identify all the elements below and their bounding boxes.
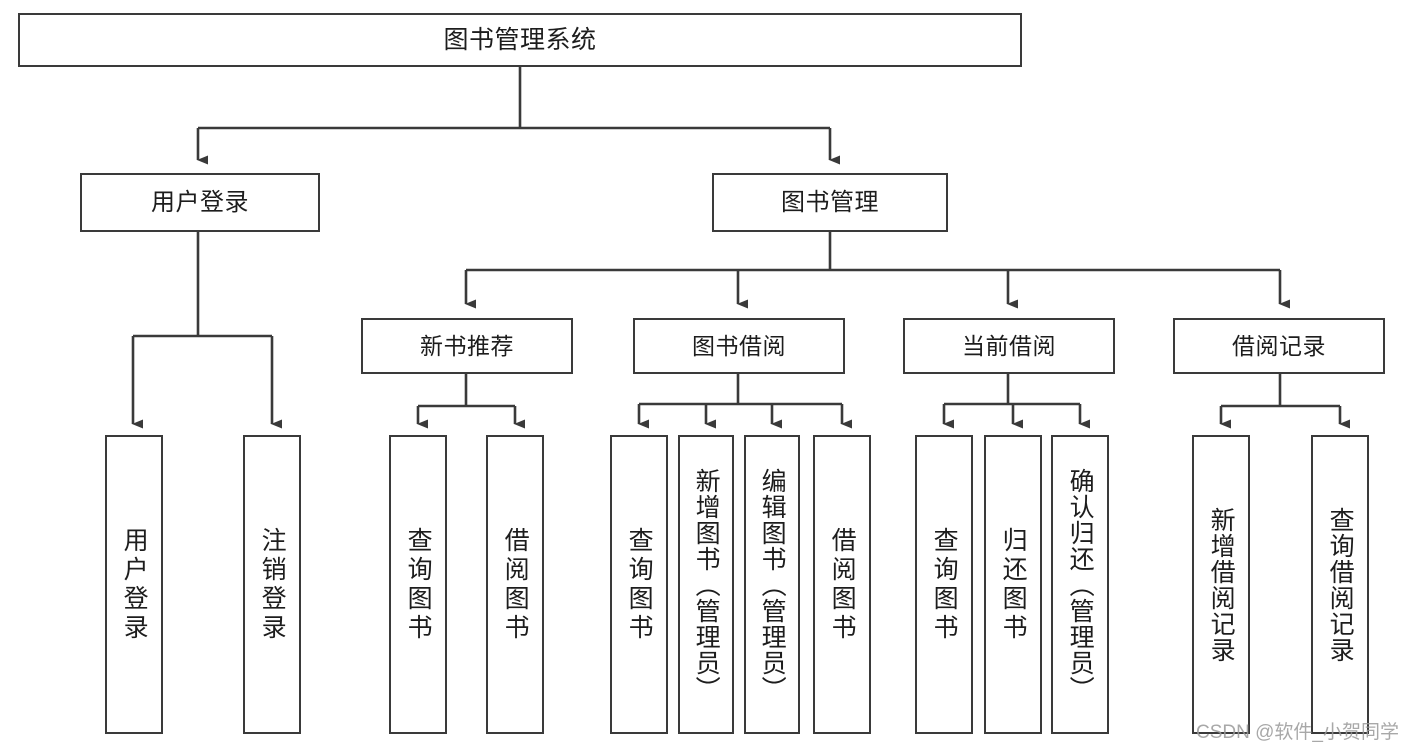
node-current-borrow[interactable]: 当前借阅 <box>903 318 1115 374</box>
node-leaf-query-book-2-label: 查询图书 <box>625 526 654 643</box>
node-leaf-return-book[interactable]: 归还图书 <box>984 435 1042 734</box>
node-leaf-add-book[interactable]: 新增图书（管理员） <box>678 435 734 734</box>
node-leaf-add-record[interactable]: 新增借阅记录 <box>1192 435 1250 734</box>
node-root-label: 图书管理系统 <box>443 25 597 54</box>
node-leaf-edit-book[interactable]: 编辑图书（管理员） <box>744 435 800 734</box>
node-user-login-label: 用户登录 <box>151 188 249 216</box>
node-current-borrow-label: 当前借阅 <box>962 332 1056 359</box>
node-leaf-query-record-label: 查询借阅记录 <box>1326 506 1355 663</box>
node-new-book-recommend[interactable]: 新书推荐 <box>361 318 573 374</box>
node-leaf-logout-login[interactable]: 注销登录 <box>243 435 301 734</box>
node-leaf-query-book-3-label: 查询图书 <box>930 526 959 643</box>
node-leaf-query-book-3[interactable]: 查询图书 <box>915 435 973 734</box>
node-book-borrow-label: 图书借阅 <box>692 332 786 359</box>
node-leaf-borrow-book-2-label: 借阅图书 <box>828 526 857 643</box>
node-leaf-edit-book-label: 编辑图书（管理员） <box>758 467 787 702</box>
node-leaf-confirm-return-label: 确认归还（管理员） <box>1066 467 1095 702</box>
node-leaf-query-book-1[interactable]: 查询图书 <box>389 435 447 734</box>
node-borrow-record-label: 借阅记录 <box>1232 332 1326 359</box>
node-user-login[interactable]: 用户登录 <box>80 173 320 232</box>
node-leaf-borrow-book-1-label: 借阅图书 <box>501 526 530 643</box>
node-leaf-add-book-label: 新增图书（管理员） <box>692 467 721 702</box>
node-leaf-user-login-label: 用户登录 <box>120 526 149 643</box>
node-borrow-record[interactable]: 借阅记录 <box>1173 318 1385 374</box>
node-leaf-query-record[interactable]: 查询借阅记录 <box>1311 435 1369 734</box>
node-leaf-query-book-1-label: 查询图书 <box>404 526 433 643</box>
node-leaf-return-book-label: 归还图书 <box>999 526 1028 643</box>
node-leaf-user-login[interactable]: 用户登录 <box>105 435 163 734</box>
node-leaf-borrow-book-1[interactable]: 借阅图书 <box>486 435 544 734</box>
node-book-manage[interactable]: 图书管理 <box>712 173 948 232</box>
node-book-manage-label: 图书管理 <box>781 188 879 216</box>
node-leaf-borrow-book-2[interactable]: 借阅图书 <box>813 435 871 734</box>
node-leaf-query-book-2[interactable]: 查询图书 <box>610 435 668 734</box>
node-root[interactable]: 图书管理系统 <box>18 13 1022 67</box>
node-leaf-logout-login-label: 注销登录 <box>258 526 287 643</box>
node-leaf-add-record-label: 新增借阅记录 <box>1207 506 1236 663</box>
node-leaf-confirm-return[interactable]: 确认归还（管理员） <box>1051 435 1109 734</box>
node-new-book-recommend-label: 新书推荐 <box>420 332 514 359</box>
node-book-borrow[interactable]: 图书借阅 <box>633 318 845 374</box>
